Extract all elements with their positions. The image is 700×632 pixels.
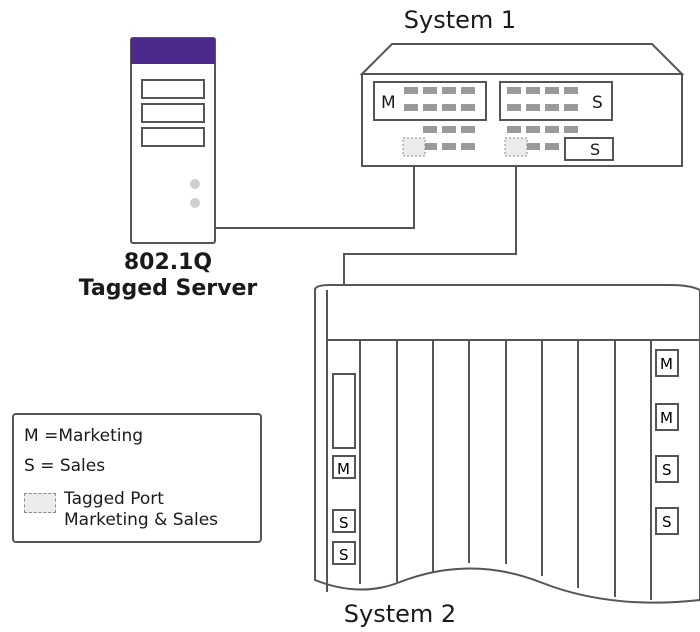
system1-switch: M S S [359, 43, 685, 167]
server-label-line1: 802.1Q [123, 250, 213, 275]
system2-left-label-1: M [337, 460, 350, 478]
system1-tagged-port-right [504, 137, 528, 157]
system2-right-label-4: S [662, 513, 672, 531]
system2-chassis: M S S M M S S [314, 284, 700, 604]
system2-title: System 2 [343, 600, 457, 628]
system2-right-label-2: M [660, 409, 673, 427]
server-label: 802.1Q Tagged Server [58, 250, 278, 302]
legend-tagged-line2: Marketing & Sales [64, 510, 219, 530]
system2-right-label-3: S [662, 461, 672, 479]
system2-tagged-port [332, 373, 356, 449]
system1-title: System 1 [403, 6, 517, 34]
system1-tagged-port-left [402, 137, 426, 157]
system2-right-label-1: M [660, 355, 673, 373]
system1-m-label: M [381, 93, 396, 113]
legend-tagged-port: Tagged Port Marketing & Sales [64, 489, 218, 531]
system1-s-port-label: S [590, 140, 600, 159]
legend-marketing: M =Marketing [24, 426, 144, 446]
server-top-band [131, 38, 215, 64]
system2-left-label-3: S [339, 546, 349, 564]
tagged-port-swatch [24, 493, 56, 513]
system1-s-label: S [592, 93, 603, 113]
server-tower [130, 37, 216, 244]
server-to-system1-link [215, 157, 415, 229]
server-label-line2: Tagged Server [78, 276, 258, 301]
legend-box: M =Marketing S = Sales Tagged Port Marke… [12, 413, 262, 543]
system1-sales-port-box [564, 137, 614, 161]
legend-sales: S = Sales [24, 456, 106, 476]
system2-left-label-2: S [339, 514, 349, 532]
legend-tagged-line1: Tagged Port [64, 489, 164, 509]
